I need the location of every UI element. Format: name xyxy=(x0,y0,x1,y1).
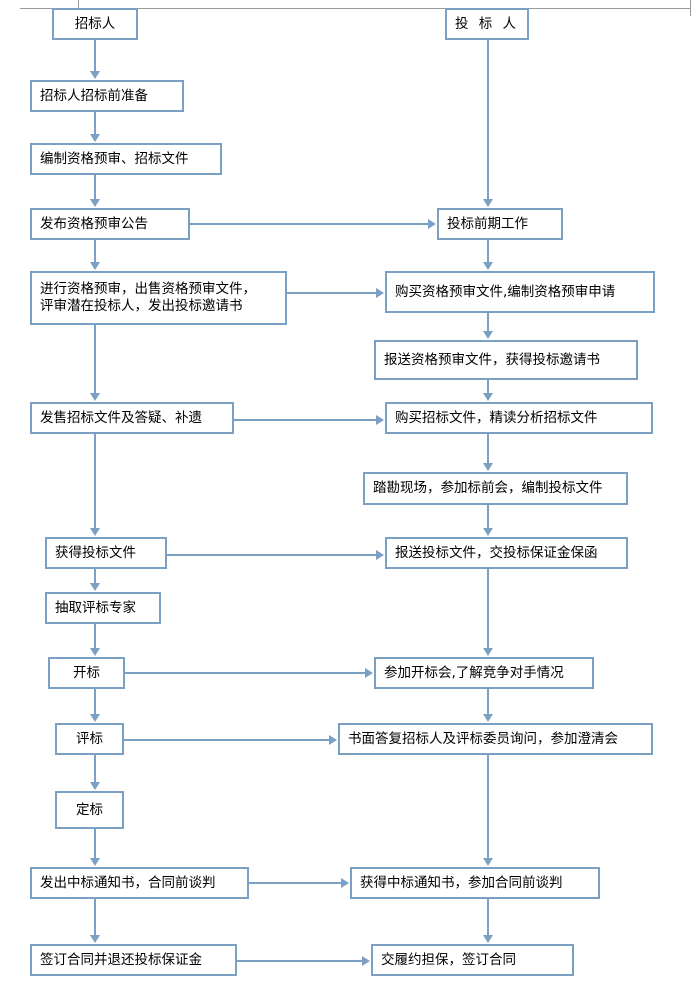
node-written-clarification[interactable]: 书面答复招标人及评标委员询问，参加澄清会 xyxy=(338,723,653,755)
edge-m10-m11-arrow xyxy=(483,935,493,943)
node-prepare-prequalification-and-tender-docs[interactable]: 编制资格预审、招标文件 xyxy=(30,143,222,175)
edge-n4-n5-arrow xyxy=(90,262,100,270)
edge-n3-n4-arrow xyxy=(90,199,100,207)
node-receive-award-notice[interactable]: 获得中标通知书，参加合同前谈判 xyxy=(350,867,600,899)
edge-n9-m8-line xyxy=(125,672,366,674)
node-submit-prequalification-docs[interactable]: 报送资格预审文件，获得投标邀请书 xyxy=(374,340,638,380)
edge-n13-m11-line xyxy=(237,960,363,962)
edge-n11-n12-line xyxy=(94,829,96,860)
edge-n10-n11-arrow xyxy=(90,782,100,790)
edge-n8-n9-arrow xyxy=(90,648,100,656)
page-margin-right-tick xyxy=(690,0,691,16)
edge-n5-m3-arrow xyxy=(376,288,384,298)
page-margin-left-mark xyxy=(20,8,78,9)
edge-m2-m3-arrow xyxy=(483,262,493,270)
node-publish-prequalification-announcement[interactable]: 发布资格预审公告 xyxy=(30,208,190,240)
edge-m1-m2-arrow xyxy=(483,199,493,207)
node-bidder-header[interactable]: 投 标 人 xyxy=(445,8,529,40)
edge-n5-n6-arrow xyxy=(90,393,100,401)
edge-n2-n3-arrow xyxy=(90,134,100,142)
edge-n12-m10-arrow xyxy=(341,878,349,888)
edge-n12-n13-line xyxy=(94,899,96,937)
edge-n7-m7-arrow xyxy=(376,550,384,560)
edge-m4-m5-arrow xyxy=(483,393,493,401)
node-tenderer-header[interactable]: 招标人 xyxy=(52,8,138,40)
edge-m3-m4-arrow xyxy=(483,331,493,339)
node-receive-bid-docs[interactable]: 获得投标文件 xyxy=(45,537,167,569)
edge-n4-n5-line xyxy=(94,240,96,264)
edge-n1-n2-line xyxy=(94,40,96,72)
edge-n9-n10-line xyxy=(94,689,96,716)
node-issue-award-notice-precontract-negotiation[interactable]: 发出中标通知书，合同前谈判 xyxy=(30,867,249,899)
edge-n7-m7-line xyxy=(167,554,377,556)
node-site-visit-prebid-meeting[interactable]: 踏勘现场，参加标前会，编制投标文件 xyxy=(363,472,628,505)
node-buy-prequalification-docs[interactable]: 购买资格预审文件,编制资格预审申请 xyxy=(385,271,655,313)
node-performance-bond-sign-contract[interactable]: 交履约担保，签订合同 xyxy=(371,944,574,976)
edge-m9-m10-arrow xyxy=(483,858,493,866)
edge-n9-n10-arrow xyxy=(90,714,100,722)
node-buy-tender-docs[interactable]: 购买招标文件，精读分析招标文件 xyxy=(385,402,653,434)
node-attend-bid-opening[interactable]: 参加开标会,了解竞争对手情况 xyxy=(374,657,594,689)
edge-n7-n8-line xyxy=(94,569,96,585)
edge-m5-m6-arrow xyxy=(483,463,493,471)
edge-n7-n8-arrow xyxy=(90,583,100,591)
node-sign-contract-refund-bid-bond[interactable]: 签订合同并退还投标保证金 xyxy=(30,944,237,976)
edge-n9-m8-arrow xyxy=(365,668,373,678)
node-sell-tender-docs-qa-addendum[interactable]: 发售招标文件及答疑、补遗 xyxy=(30,402,234,434)
edge-m8-m9-line xyxy=(487,689,489,716)
edge-n10-m9-line xyxy=(124,739,330,741)
edge-m6-m7-arrow xyxy=(483,528,493,536)
edge-m7-m8-arrow xyxy=(483,648,493,656)
edge-n4-m2-line xyxy=(190,223,429,225)
node-pre-tender-preparation[interactable]: 招标人招标前准备 xyxy=(30,80,184,112)
edge-m3-m4-line xyxy=(487,313,489,333)
edge-m8-m9-arrow xyxy=(483,714,493,722)
edge-m7-m8-line xyxy=(487,569,489,650)
edge-n6-m5-arrow xyxy=(376,415,384,425)
edge-n11-n12-arrow xyxy=(90,858,100,866)
edge-m10-m11-line xyxy=(487,899,489,937)
edge-m6-m7-line xyxy=(487,505,489,530)
edge-n6-n7-line xyxy=(94,434,96,530)
edge-m1-m2-line xyxy=(487,40,489,202)
node-bid-opening[interactable]: 开标 xyxy=(48,657,125,689)
edge-n2-n3-line xyxy=(94,112,96,136)
edge-m5-m6-line xyxy=(487,434,489,465)
node-submit-bid-docs-bond[interactable]: 报送投标文件，交投标保证金保函 xyxy=(385,537,628,569)
edge-n10-n11-line xyxy=(94,755,96,784)
node-bid-evaluation[interactable]: 评标 xyxy=(55,723,124,755)
edge-n6-n7-arrow xyxy=(90,528,100,536)
edge-n6-m5-line xyxy=(234,419,377,421)
edge-n5-n6-line xyxy=(94,325,96,395)
edge-m2-m3-line xyxy=(487,240,489,264)
edge-m4-m5-line xyxy=(487,380,489,395)
edge-n13-m11-arrow xyxy=(362,956,370,966)
node-award-decision[interactable]: 定标 xyxy=(55,791,124,829)
edge-n8-n9-line xyxy=(94,624,96,650)
edge-n5-m3-line xyxy=(287,292,377,294)
node-conduct-prequalification[interactable]: 进行资格预审，出售资格预审文件， 评审潜在投标人，发出投标邀请书 xyxy=(30,271,287,325)
edge-n12-n13-arrow xyxy=(90,935,100,943)
edge-n4-m2-arrow xyxy=(428,219,436,229)
edge-n1-n2-arrow xyxy=(90,71,100,79)
edge-m9-m10-line xyxy=(487,755,489,860)
node-draw-evaluation-experts[interactable]: 抽取评标专家 xyxy=(45,592,161,624)
edge-n3-n4-line xyxy=(94,175,96,201)
edge-n12-m10-line xyxy=(249,882,342,884)
node-pre-bid-work[interactable]: 投标前期工作 xyxy=(437,208,563,240)
edge-n10-m9-arrow xyxy=(329,735,337,745)
page-margin-top-line xyxy=(78,8,691,9)
